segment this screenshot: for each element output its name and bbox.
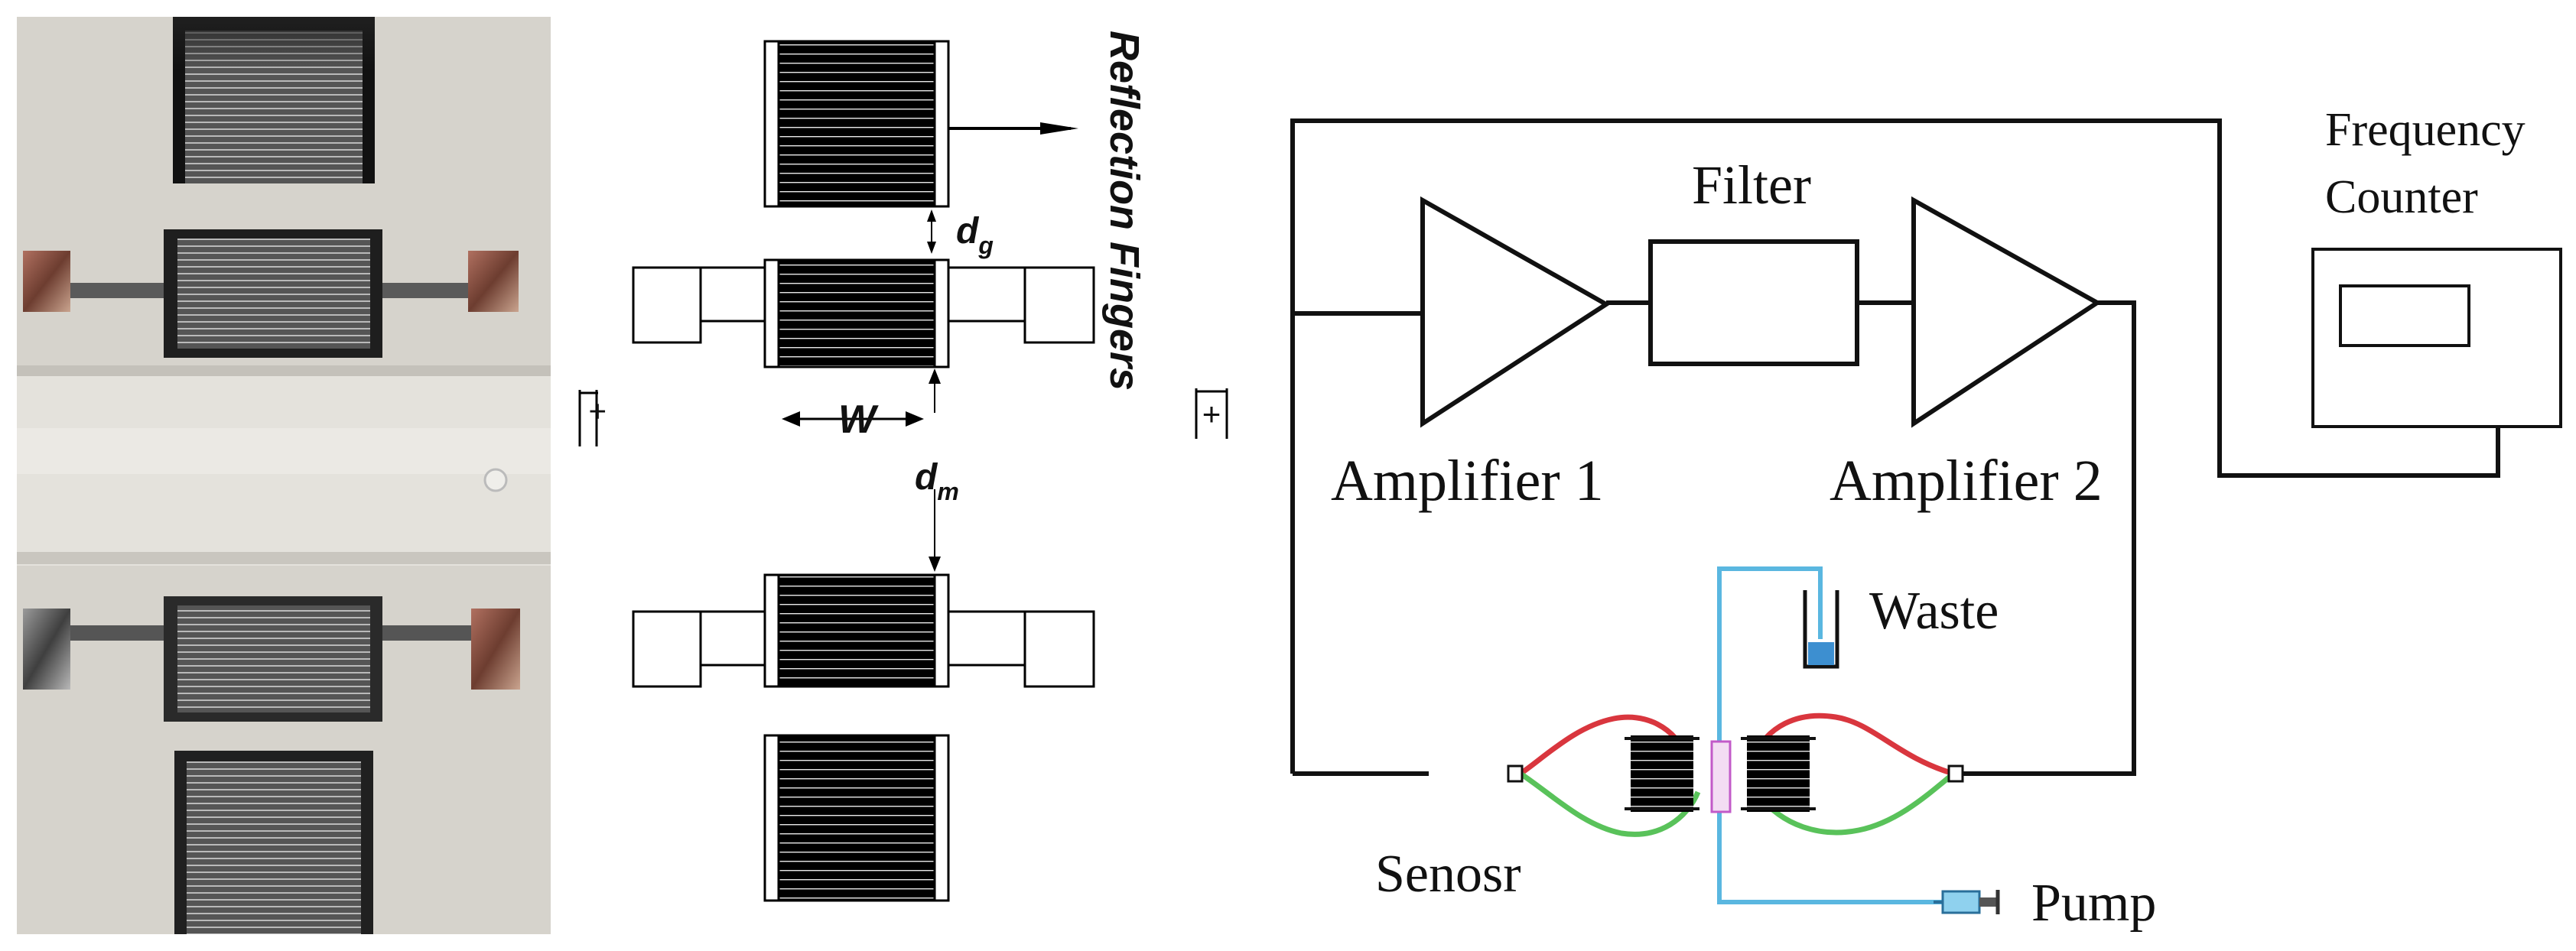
plus-marker-right-label: + bbox=[1202, 396, 1221, 432]
sensor-red-lead-left bbox=[1519, 714, 1690, 776]
amplifier-2-label: Amplifier 2 bbox=[1830, 449, 2103, 513]
dg-label: dg bbox=[956, 211, 994, 259]
amplifier-1-symbol bbox=[1420, 196, 1611, 428]
photo-channel-edge-top bbox=[17, 365, 551, 376]
dg-dimension bbox=[927, 209, 936, 254]
reflector-block-bottom bbox=[763, 734, 950, 902]
amplifier-2-symbol bbox=[1911, 196, 2102, 428]
reflection-fingers-arrow bbox=[948, 122, 1078, 135]
dg-subscript: g bbox=[977, 232, 994, 259]
sensor-chip bbox=[1625, 735, 1816, 813]
sensor-connector-left bbox=[1507, 764, 1524, 783]
photo-channel-edge-bottom bbox=[17, 552, 551, 564]
frequency-counter-label-line2: Counter bbox=[2325, 171, 2478, 223]
plus-marker-right bbox=[1195, 388, 1228, 439]
sensor-green-lead-left bbox=[1519, 771, 1701, 837]
photo-channel-center bbox=[17, 428, 551, 474]
frequency-counter-label-line1: Frequency bbox=[2325, 104, 2526, 156]
sensor-green-lead-right bbox=[1757, 771, 1956, 836]
oscillator-circuit-panel: + Amplifier 1 Filter Amplifier 2 Frequen… bbox=[1195, 104, 2562, 933]
waste-label: Waste bbox=[1869, 582, 1999, 641]
dm-subscript: m bbox=[937, 478, 958, 505]
frequency-counter-device bbox=[2311, 248, 2562, 428]
photo-idt-upper bbox=[23, 229, 519, 358]
dm-dimension bbox=[929, 368, 941, 572]
waste-tube bbox=[1717, 566, 1823, 743]
photo-port bbox=[483, 468, 508, 492]
fluid-tubing bbox=[1717, 566, 1943, 904]
pump-syringe bbox=[1934, 890, 2000, 914]
top-wire bbox=[1290, 118, 2500, 478]
w-dimension bbox=[782, 411, 924, 427]
plus-marker-left-label: + bbox=[581, 402, 614, 420]
amp2-output-wire bbox=[1953, 300, 2136, 776]
photo-reflector-bottom bbox=[174, 751, 373, 934]
filter-box bbox=[1648, 239, 1859, 366]
dm-symbol: d bbox=[915, 457, 938, 498]
dm-label: dm bbox=[915, 457, 959, 505]
plus-marker-left bbox=[578, 390, 598, 446]
waste-container bbox=[1803, 590, 1839, 669]
photo-reflector-top bbox=[173, 17, 375, 183]
reflector-block-top bbox=[763, 40, 950, 208]
pump-tube bbox=[1717, 810, 1943, 904]
idt-schematic-lower bbox=[632, 573, 1095, 688]
pump-label: Pump bbox=[2031, 874, 2156, 933]
w-label: W bbox=[838, 398, 879, 442]
reflection-fingers-label: Reflection Fingers bbox=[1101, 31, 1147, 391]
sensor-label: Senosr bbox=[1375, 845, 1521, 904]
filter-label: Filter bbox=[1692, 154, 1811, 216]
amplifier-1-label: Amplifier 1 bbox=[1331, 449, 1604, 513]
sensor-connector-right bbox=[1947, 764, 1964, 783]
circuit-wiring bbox=[1290, 118, 2500, 776]
frequency-counter-display bbox=[2339, 284, 2470, 347]
sensor-red-lead-right bbox=[1750, 712, 1954, 777]
idt-schematic-upper bbox=[632, 258, 1095, 368]
photo-idt-lower bbox=[23, 596, 520, 722]
dg-symbol: d bbox=[956, 211, 980, 252]
device-photo-panel bbox=[17, 17, 551, 934]
layout-schematic-panel: Reflection Fingers dg W bbox=[578, 31, 1147, 902]
